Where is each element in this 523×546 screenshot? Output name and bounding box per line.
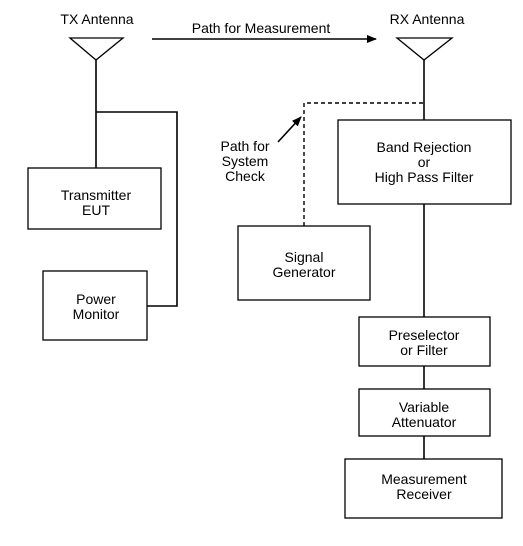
attenuator-label-line1: Variable xyxy=(399,399,450,415)
transmitter-label-line2: EUT xyxy=(82,202,110,218)
power-monitor-block xyxy=(42,270,148,341)
rx-antenna-icon xyxy=(395,37,454,61)
system-check-label-line2: System xyxy=(222,153,269,169)
attenuator-label-line2: Attenuator xyxy=(392,414,457,430)
tx-antenna-label: TX Antenna xyxy=(60,11,133,27)
transmitter-label-line1: Transmitter xyxy=(61,187,132,203)
transmitter-eut-block xyxy=(27,167,162,230)
power-monitor-label-line2: Monitor xyxy=(73,306,120,322)
signal-generator-label-line2: Generator xyxy=(272,264,335,280)
preselector-label-line2: or Filter xyxy=(400,342,448,358)
system-check-label-line3: Check xyxy=(225,168,266,184)
signal-generator-block xyxy=(237,225,371,301)
path-measurement-label: Path for Measurement xyxy=(192,20,331,36)
power-monitor-label-line1: Power xyxy=(76,291,116,307)
signal-generator-label-line1: Signal xyxy=(285,249,324,265)
band-rejection-label-line3: High Pass Filter xyxy=(375,169,474,185)
rx-antenna-label: RX Antenna xyxy=(390,11,465,27)
band-rejection-filter-block xyxy=(337,119,512,205)
tx-antenna-icon xyxy=(68,37,125,61)
measurement-receiver-block xyxy=(344,458,503,519)
preselector-label-line1: Preselector xyxy=(389,327,460,343)
receiver-label-line1: Measurement xyxy=(381,471,467,487)
system-check-label-line1: Path for xyxy=(220,138,269,154)
preselector-block xyxy=(358,316,491,367)
receiver-label-line2: Receiver xyxy=(396,486,452,502)
system-check-path xyxy=(303,102,424,226)
power-monitor-line xyxy=(96,111,178,307)
system-check-arrow xyxy=(277,116,302,143)
band-rejection-label-line2: or xyxy=(418,154,431,170)
band-rejection-label-line1: Band Rejection xyxy=(377,139,472,155)
variable-attenuator-block xyxy=(358,388,491,437)
